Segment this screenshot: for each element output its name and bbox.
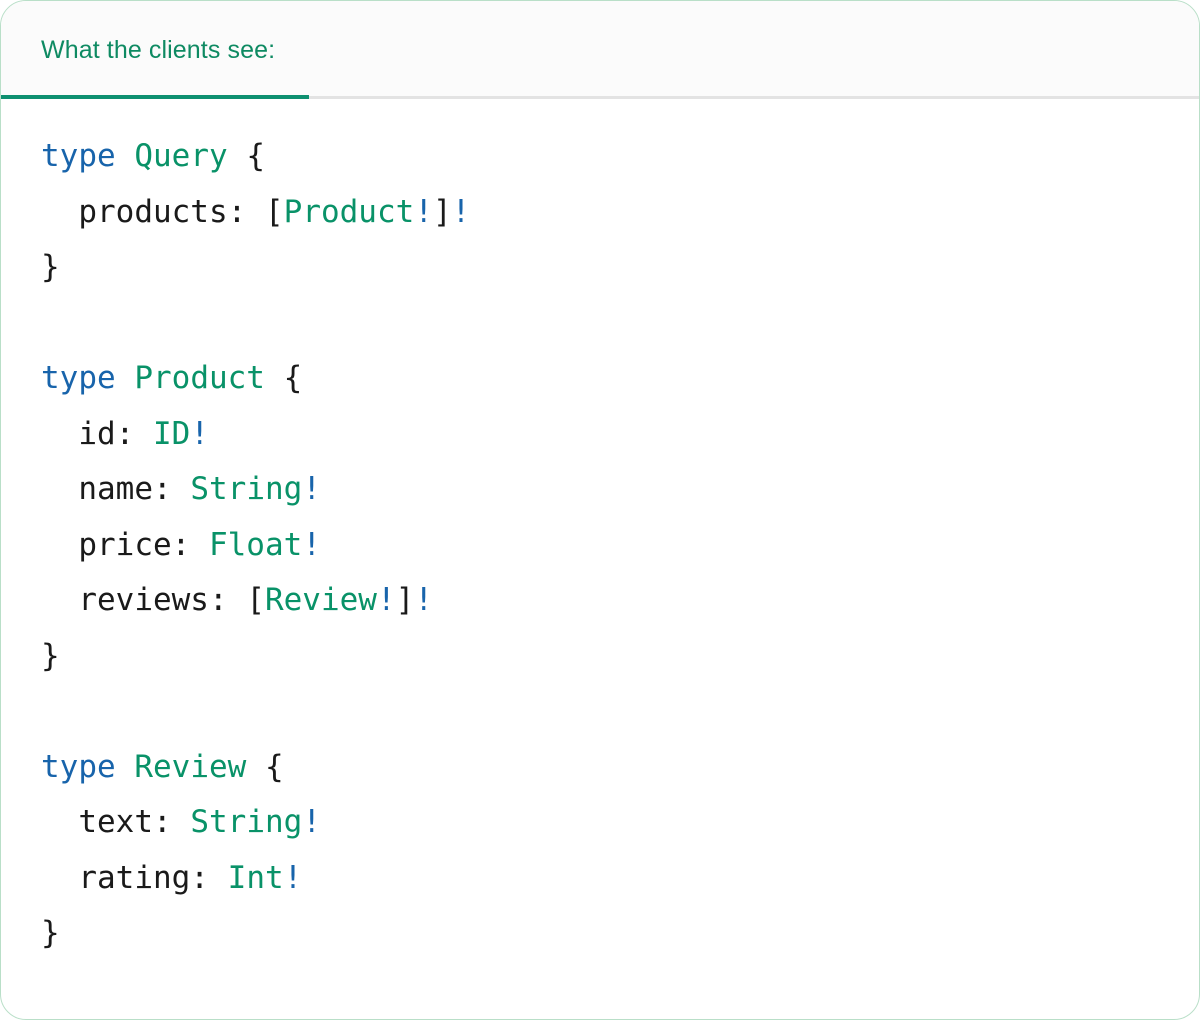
code-line: rating: Int! (41, 851, 1199, 907)
code-token-plain (228, 138, 247, 174)
code-token-plain (116, 360, 135, 396)
code-token-punct: { (246, 138, 265, 174)
code-line: type Query { (41, 129, 1199, 185)
code-line: reviews: [Review!]! (41, 573, 1199, 629)
code-token-type: ID (153, 415, 191, 452)
code-line (41, 684, 1199, 740)
code-token-field: reviews: (78, 582, 228, 618)
code-line: name: String! (41, 462, 1199, 518)
code-token-plain (228, 582, 247, 618)
code-token-bang: ! (283, 859, 303, 896)
code-token-bang: ! (376, 582, 396, 618)
code-token-punct: } (41, 915, 60, 951)
code-token-punct: } (41, 249, 60, 285)
code-token-type: Review (264, 582, 377, 618)
tab-bar: What the clients see: (1, 1, 1199, 99)
code-line: price: Float! (41, 518, 1199, 574)
code-token-bang: ! (190, 415, 209, 452)
code-token-plain (116, 749, 135, 785)
code-token-type: Review (134, 748, 247, 785)
code-token-field: products: (78, 193, 247, 230)
code-token-kw: type (41, 360, 116, 396)
code-token-punct: } (41, 637, 60, 674)
code-token-type: Query (134, 138, 228, 174)
code-token-plain (246, 749, 265, 785)
code-token-type: String (190, 804, 303, 840)
code-token-plain (116, 138, 135, 174)
code-token-plain (41, 804, 78, 840)
code-token-type: Product (283, 193, 415, 230)
code-line: } (41, 906, 1199, 962)
code-token-plain (41, 860, 78, 896)
code-line: type Product { (41, 351, 1199, 407)
code-token-bang: ! (302, 471, 321, 507)
code-token-plain (41, 582, 78, 618)
code-token-plain (134, 416, 153, 452)
code-token-type: Float (208, 526, 303, 563)
code-line: } (41, 629, 1199, 685)
code-token-field: id: (78, 415, 135, 452)
code-token-punct: ] (395, 582, 415, 618)
code-token-plain (209, 860, 228, 896)
code-line: products: [Product!]! (41, 185, 1199, 241)
code-token-punct: { (264, 748, 284, 785)
code-token-plain (41, 194, 78, 230)
code-token-punct: [ (264, 193, 284, 230)
graphql-schema-code: type Query { products: [Product!]!} type… (41, 129, 1199, 962)
code-token-plain (41, 471, 78, 507)
tab-what-the-clients-see[interactable]: What the clients see: (1, 1, 310, 99)
code-token-type: String (190, 471, 303, 507)
code-token-bang: ! (451, 193, 471, 230)
code-token-plain (41, 416, 78, 452)
code-line (41, 296, 1199, 352)
code-line: type Review { (41, 740, 1199, 796)
code-token-plain (190, 527, 209, 563)
code-line: } (41, 240, 1199, 296)
code-token-plain (172, 471, 191, 507)
tab-label: What the clients see: (41, 35, 276, 64)
code-pane: type Query { products: [Product!]!} type… (1, 99, 1199, 962)
code-token-type: Int (227, 859, 284, 896)
code-token-kw: type (41, 138, 116, 174)
code-token-plain (41, 527, 78, 563)
code-token-kw: type (41, 748, 116, 785)
code-token-punct: { (283, 360, 303, 396)
code-token-field: price: (78, 526, 191, 563)
code-token-bang: ! (414, 582, 433, 618)
code-line: text: String! (41, 795, 1199, 851)
code-line: id: ID! (41, 407, 1199, 463)
code-token-plain (172, 804, 191, 840)
code-token-field: text: (78, 804, 172, 840)
code-token-bang: ! (302, 804, 321, 840)
code-token-punct: [ (246, 582, 265, 618)
code-token-bang: ! (414, 193, 433, 230)
code-token-punct: ] (432, 193, 452, 230)
code-token-field: name: (78, 471, 172, 507)
code-token-bang: ! (302, 526, 321, 563)
code-token-plain (246, 194, 265, 230)
code-token-plain (265, 360, 284, 396)
code-token-type: Product (134, 360, 265, 396)
code-token-field: rating: (78, 859, 209, 896)
